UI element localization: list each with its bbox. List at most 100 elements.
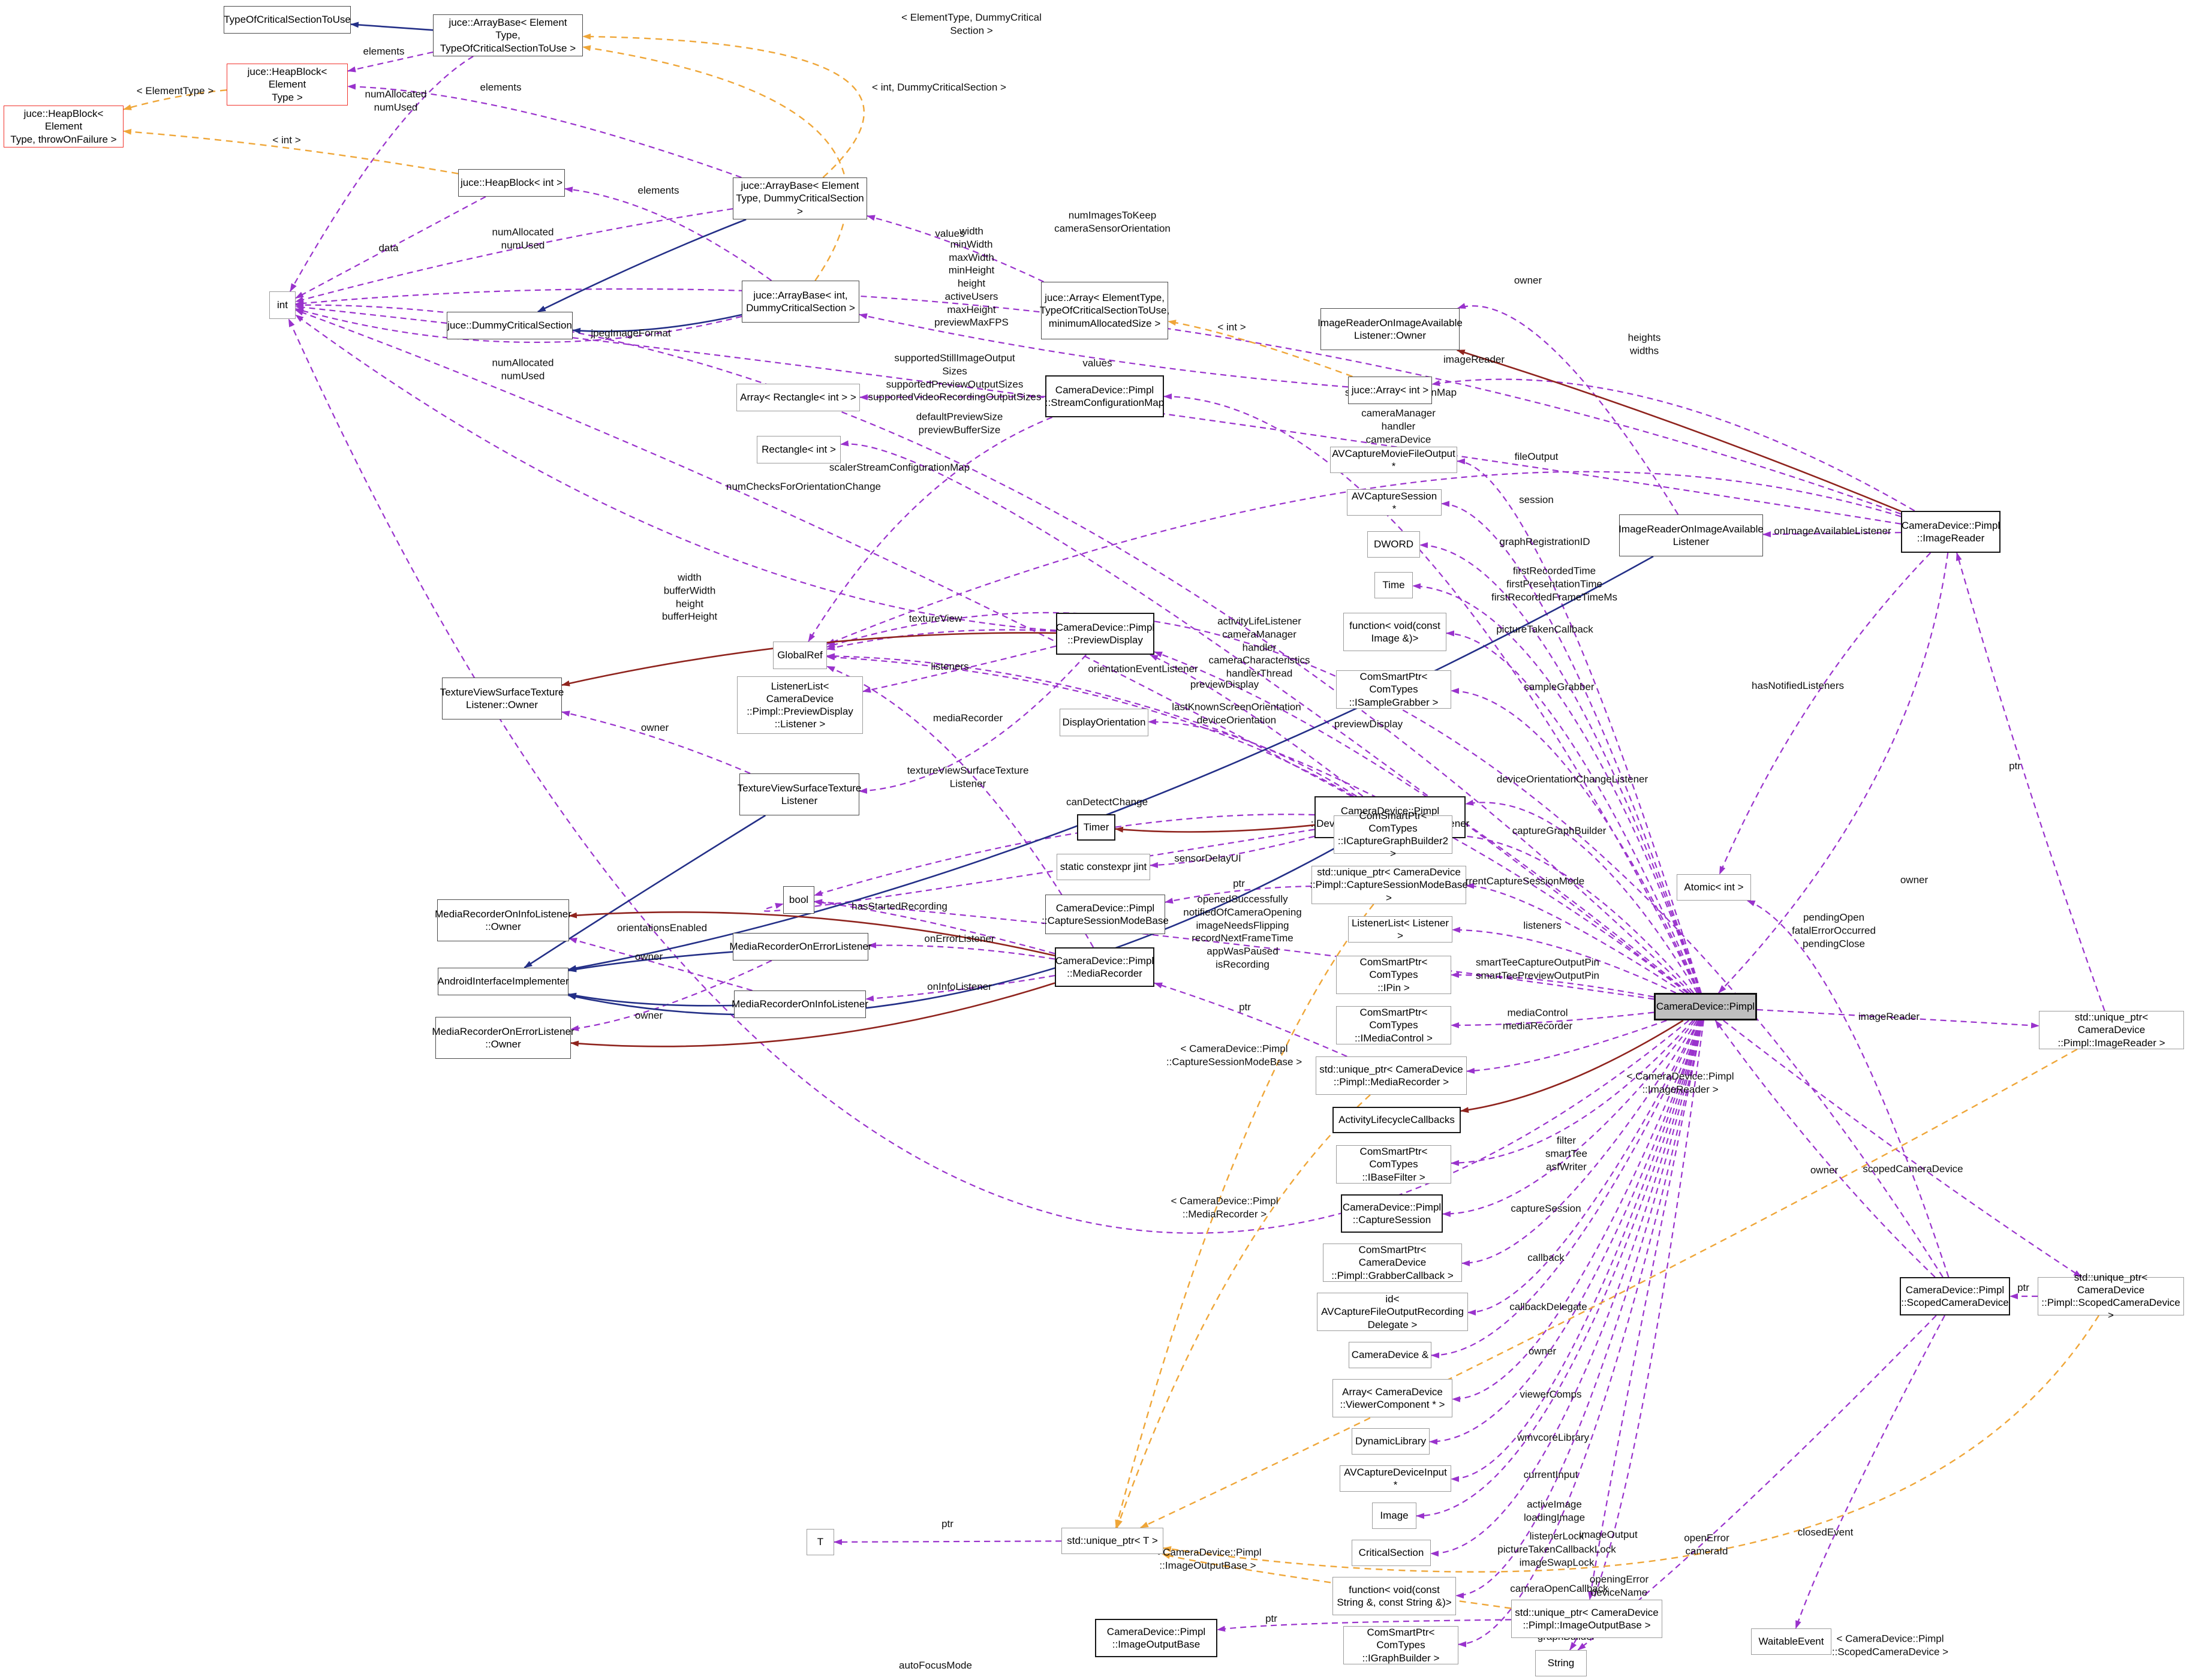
node-dynamic-library[interactable]: DynamicLibrary [1352, 1428, 1430, 1455]
node-string[interactable]: String [1535, 1650, 1587, 1676]
node-pimpl-image-reader[interactable]: CameraDevice::Pimpl ::ImageReader [1901, 511, 2001, 553]
edge-pimpl-to-int [288, 318, 1689, 1234]
node-t[interactable]: T [807, 1529, 834, 1555]
edge-preview-display-to-listenerlist-previewdisplay [862, 645, 1057, 693]
node-capture-session[interactable]: CameraDevice::Pimpl ::CaptureSession [1341, 1194, 1443, 1233]
node-type-of-critical-section-to-use[interactable]: TypeOfCriticalSectionToUse [224, 6, 351, 34]
node-arraybase-int-dcs[interactable]: juce::ArrayBase< int, DummyCriticalSecti… [742, 281, 859, 323]
edge-texture-listener-to-android-interface-implementer [524, 814, 766, 969]
edge-pimpl-to-function-string [1455, 1020, 1703, 1599]
node-mediarecorder-onerror-owner[interactable]: MediaRecorderOnErrorListener ::Owner [432, 1017, 574, 1059]
node-array-rectangle-int[interactable]: Array< Rectangle< int > > [736, 384, 860, 411]
node-heapblock-int[interactable]: juce::HeapBlock< int > [458, 169, 565, 197]
node-avcapture-device-input[interactable]: AVCaptureDeviceInput * [1340, 1465, 1451, 1492]
edge-heapblock-elementtype-to-heapblock-elementtype-throwonfailure [123, 89, 227, 110]
node-id-avcapture-delegate[interactable]: id< AVCaptureFileOutputRecording Delegat… [1317, 1293, 1468, 1331]
node-comsmartptr-grabber-callback[interactable]: ComSmartPtr< CameraDevice ::Pimpl::Grabb… [1323, 1244, 1462, 1282]
edge-device-orientation-change-listener-to-preview-display [1149, 654, 1364, 797]
node-uptr-image-reader[interactable]: std::unique_ptr< CameraDevice ::Pimpl::I… [2039, 1011, 2184, 1049]
node-texture-listener[interactable]: TextureViewSurfaceTexture Listener [738, 773, 861, 815]
node-heapblock-elementtype[interactable]: juce::HeapBlock< Element Type > [227, 64, 348, 106]
node-imagereader-listener[interactable]: ImageReaderOnImageAvailable Listener [1619, 514, 1764, 556]
node-timer[interactable]: Timer [1077, 814, 1115, 841]
node-comsmartptr-igraphbuilder[interactable]: ComSmartPtr< ComTypes ::IGraphBuilder > [1343, 1626, 1458, 1664]
node-static-constexpr-jint[interactable]: static constexpr jint [1057, 854, 1150, 880]
edge-pimpl-to-avcapture-device-input [1451, 1020, 1702, 1482]
node-imagereader-listener-owner[interactable]: ImageReaderOnImageAvailable Listener::Ow… [1317, 308, 1463, 350]
node-activity-lifecycle-callbacks[interactable]: ActivityLifecycleCallbacks [1332, 1107, 1461, 1133]
node-image-output-base[interactable]: CameraDevice::Pimpl ::ImageOutputBase [1095, 1619, 1217, 1657]
node-media-recorder[interactable]: CameraDevice::Pimpl ::MediaRecorder [1055, 947, 1154, 987]
edge-media-recorder-to-bool [814, 899, 1055, 955]
node-preview-display[interactable]: CameraDevice::Pimpl ::PreviewDisplay [1056, 613, 1154, 655]
node-comsmartptr-isamplegrabber[interactable]: ComSmartPtr< ComTypes ::ISampleGrabber > [1336, 670, 1451, 709]
node-globalref[interactable]: GlobalRef [773, 642, 827, 669]
node-heapblock-elementtype-throwonfailure[interactable]: juce::HeapBlock< Element Type, throwOnFa… [4, 106, 124, 147]
node-critical-section[interactable]: CriticalSection [1352, 1540, 1431, 1566]
edge-media-recorder-to-mediarecorder-onerror [868, 942, 1055, 960]
edge-pimpl-to-rectangle-int [840, 440, 1688, 993]
node-function-image[interactable]: function< void(const Image &)> [1343, 613, 1446, 651]
node-camera-device-ref[interactable]: CameraDevice & [1349, 1342, 1431, 1368]
node-bool[interactable]: bool [783, 886, 814, 914]
node-image[interactable]: Image [1372, 1503, 1416, 1529]
edge-pimpl-to-int [295, 302, 1692, 993]
edge-mediarecorder-onerror-to-android-interface-implementer [568, 951, 733, 973]
node-array-int[interactable]: juce::Array< int > [1348, 377, 1432, 404]
node-uptr-media-recorder[interactable]: std::unique_ptr< CameraDevice ::Pimpl::M… [1316, 1056, 1467, 1095]
edge-arraybase-int-dcs-to-arraybase-elementtype-tocs [582, 45, 848, 281]
node-display-orientation[interactable]: DisplayOrientation [1060, 709, 1148, 736]
node-comsmartptr-imediacontrol[interactable]: ComSmartPtr< ComTypes ::IMediaControl > [1336, 1006, 1451, 1044]
node-uptr-image-output-base[interactable]: std::unique_ptr< CameraDevice ::Pimpl::I… [1511, 1600, 1662, 1638]
node-listenerlist-previewdisplay[interactable]: ListenerList< CameraDevice ::Pimpl::Prev… [737, 676, 863, 734]
edge-pimpl-to-image [1416, 1020, 1702, 1519]
node-texture-listener-owner[interactable]: TextureViewSurfaceTexture Listener::Owne… [440, 678, 564, 719]
node-mediarecorder-oninfo[interactable]: MediaRecorderOnInfoListener [732, 990, 868, 1018]
node-comsmartptr-icapturegraphbuilder2[interactable]: ComSmartPtr< ComTypes ::ICaptureGraphBui… [1334, 810, 1452, 859]
edge-pimpl-to-listenerlist-listener [1452, 926, 1677, 993]
node-comsmartptr-ipin[interactable]: ComSmartPtr< ComTypes ::IPin > [1336, 956, 1451, 994]
node-comsmartptr-ibasefilter[interactable]: ComSmartPtr< ComTypes ::IBaseFilter > [1336, 1145, 1451, 1184]
edge-arraybase-elementtype-dcs-to-dummy-critical-section [537, 218, 747, 313]
node-stream-configuration-map[interactable]: CameraDevice::Pimpl ::StreamConfiguratio… [1045, 375, 1164, 417]
node-waitable-event[interactable]: WaitableEvent [1751, 1628, 1831, 1655]
node-array-elementtype[interactable]: juce::Array< ElementType, TypeOfCritical… [1040, 282, 1169, 339]
node-arraybase-elementtype-tocs[interactable]: juce::ArrayBase< Element Type, TypeOfCri… [433, 14, 583, 56]
edge-uptr-capture-session-mode-base-to-uptr-t [1115, 904, 1374, 1528]
node-scoped-camera-device[interactable]: CameraDevice::Pimpl ::ScopedCameraDevice [1900, 1277, 2010, 1315]
node-atomic-int[interactable]: Atomic< int > [1677, 874, 1751, 901]
node-uptr-capture-session-mode-base[interactable]: std::unique_ptr< CameraDevice ::Pimpl::C… [1310, 866, 1468, 904]
edge-uptr-image-reader-to-uptr-t [1139, 1048, 2078, 1529]
node-pimpl[interactable]: CameraDevice::Pimpl [1654, 993, 1757, 1020]
edge-media-recorder-to-mediarecorder-onerror-owner [570, 982, 1055, 1047]
node-array-viewer-component[interactable]: Array< CameraDevice ::ViewerComponent * … [1332, 1379, 1452, 1417]
node-arraybase-elementtype-dcs[interactable]: juce::ArrayBase< Element Type, DummyCrit… [733, 177, 867, 219]
node-avcapture-session[interactable]: AVCaptureSession * [1347, 489, 1442, 516]
node-function-string[interactable]: function< void(const String &, const Str… [1332, 1577, 1456, 1615]
edge-media-recorder-to-globalref [826, 666, 1094, 948]
node-int[interactable]: int [269, 291, 296, 319]
node-avcapture-movie-file-output[interactable]: AVCaptureMovieFileOutput * [1330, 447, 1457, 473]
node-uptr-t[interactable]: std::unique_ptr< T > [1061, 1528, 1163, 1554]
edge-device-orientation-change-listener-to-bool [763, 829, 1315, 912]
edge-pimpl-to-array-viewer-component [1452, 1020, 1701, 1402]
edge-media-recorder-to-mediarecorder-oninfo-owner [568, 911, 1055, 957]
edge-pimpl-to-dword [1419, 542, 1701, 993]
node-dword[interactable]: DWORD [1367, 531, 1420, 558]
edge-pimpl-to-id-avcapture-delegate [1467, 1020, 1699, 1316]
node-uptr-scoped-camera-device[interactable]: std::unique_ptr< CameraDevice ::Pimpl::S… [2038, 1272, 2184, 1321]
node-mediarecorder-oninfo-owner[interactable]: MediaRecorderOnInfoListener ::Owner [435, 899, 571, 941]
node-capture-session-mode-base[interactable]: CameraDevice::Pimpl ::CaptureSessionMode… [1042, 895, 1169, 934]
edge-pimpl-to-avcapture-movie-file-output [1457, 458, 1702, 993]
node-rectangle-int[interactable]: Rectangle< int > [757, 436, 841, 463]
node-android-interface-implementer[interactable]: AndroidInterfaceImplementer [437, 968, 569, 995]
edge-pimpl-to-capture-session [1442, 1020, 1696, 1217]
node-dummy-critical-section[interactable]: juce::DummyCriticalSection [447, 312, 573, 339]
node-time[interactable]: Time [1374, 572, 1413, 598]
edge-heapblock-int-to-int [295, 196, 486, 299]
node-listenerlist-listener[interactable]: ListenerList< Listener > [1348, 916, 1452, 943]
node-mediarecorder-onerror[interactable]: MediaRecorderOnErrorListener [729, 933, 872, 961]
edge-mediarecorder-oninfo-to-android-interface-implementer [568, 992, 735, 1007]
edge-uptr-image-output-base-to-image-output-base [1217, 1619, 1512, 1632]
